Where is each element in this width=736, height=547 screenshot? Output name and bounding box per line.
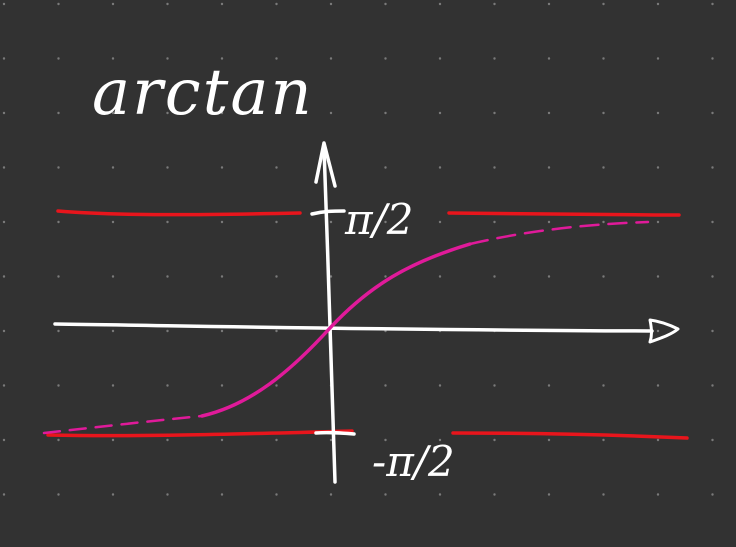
upper-asymptote-left <box>56 209 302 217</box>
upper-tick <box>310 209 346 216</box>
arctan-curve-right-tail <box>468 220 650 246</box>
lower-asymptote-right <box>451 431 689 440</box>
x-axis-arrowhead <box>648 318 680 344</box>
y-axis-arrowhead <box>314 141 337 188</box>
lower-tick <box>314 430 356 436</box>
upper-asymptote-label: π/2 <box>344 195 413 244</box>
lower-asymptote-label: -π/2 <box>372 437 455 486</box>
arctan-curve-left-tail <box>42 414 204 435</box>
upper-asymptote-right <box>447 211 681 217</box>
lower-asymptote-left <box>46 429 354 438</box>
y-axis-line <box>322 146 337 484</box>
title-text: arctan <box>92 56 314 130</box>
arctan-curve-solid <box>200 242 472 418</box>
x-axis-line <box>53 322 654 333</box>
